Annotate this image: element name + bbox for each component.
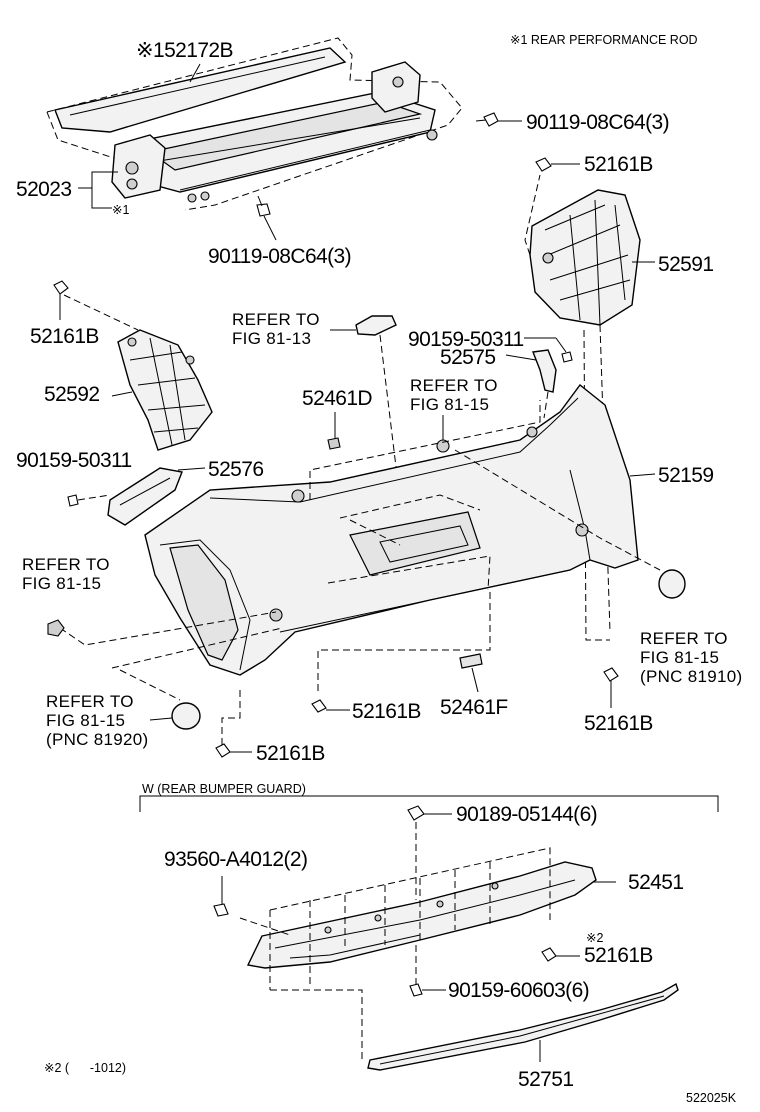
label-52461F: 52461F	[440, 696, 508, 719]
rear-performance-rod-assembly	[46, 37, 522, 241]
label-52451: 52451	[628, 871, 683, 894]
bumper-side-brackets	[67, 315, 573, 526]
label-90189: 90189-05144(6)	[456, 803, 597, 826]
clip-icon	[535, 157, 552, 172]
figure-code: 522025K	[686, 1091, 737, 1105]
ref-81-15-mid-line2: FIG 81-15	[410, 395, 489, 414]
ref-81-15-mid-line1: REFER TO	[410, 376, 498, 395]
label-52161B-guard: 52161B	[584, 944, 653, 967]
nut-icon	[407, 805, 425, 821]
label-90159-60603: 90159-60603(6)	[448, 979, 589, 1002]
label-52159: 52159	[658, 464, 713, 487]
screw-icon	[67, 494, 79, 507]
ref-81-15-left-line1: REFER TO	[22, 555, 110, 574]
clip-icon	[541, 947, 557, 962]
label-90159-right: 90159-50311	[408, 328, 524, 351]
label-90119-top: 90119-08C64(3)	[526, 111, 669, 134]
screw-icon	[561, 351, 573, 363]
label-52161B-top-right: 52161B	[584, 153, 653, 176]
note-rear-performance-rod: ※1 REAR PERFORMANCE ROD	[510, 33, 698, 47]
clip-icon	[215, 743, 231, 758]
ref-81910-line1: REFER TO	[640, 629, 728, 648]
label-93560: 93560-A4012(2)	[164, 848, 307, 871]
label-52461D: 52461D	[302, 387, 372, 410]
clip-icon	[603, 667, 619, 682]
bolt-icon	[256, 195, 271, 217]
ref-81-13-line1: REFER TO	[232, 310, 320, 329]
clip-icon	[53, 280, 69, 295]
label-52751: 52751	[518, 1068, 573, 1091]
marker-2: ※2	[586, 931, 603, 945]
ref-81-13-line2: FIG 81-13	[232, 329, 311, 348]
ref-81920-line3: (PNC 81920)	[46, 730, 149, 749]
label-52161B-bottom-left: 52161B	[256, 742, 325, 765]
label-52575: 52575	[440, 346, 495, 369]
rear-bumper-cover	[59, 383, 661, 745]
ref-81920-line1: REFER TO	[46, 692, 134, 711]
clip-icon	[311, 699, 327, 713]
label-52592: 52592	[44, 383, 99, 406]
callout-labels: ※1 REAR PERFORMANCE ROD ※152172B 52023 ※…	[16, 33, 743, 1105]
rear-fender-liners	[53, 157, 655, 641]
label-52591: 52591	[658, 253, 713, 276]
bumper-fasteners	[47, 569, 686, 758]
label-52576: 52576	[208, 458, 263, 481]
label-52172B: ※152172B	[136, 39, 233, 62]
ref-81910-line2: FIG 81-15	[640, 648, 719, 667]
ref-81-15-left-line2: FIG 81-15	[22, 574, 101, 593]
label-90119-bottom: 90119-08C64(3)	[208, 245, 351, 268]
label-52023: 52023	[16, 178, 71, 201]
ref-81910-line3: (PNC 81910)	[640, 667, 743, 686]
bolt-icon	[475, 112, 499, 127]
screw-icon	[409, 983, 423, 997]
label-52161B-left: 52161B	[30, 325, 99, 348]
rear-bumper-guard-section	[139, 795, 719, 1071]
rear-bumper-guard-title: W (REAR BUMPER GUARD)	[142, 782, 306, 796]
label-52161B-right: 52161B	[584, 712, 653, 735]
marker-1: ※1	[112, 203, 129, 217]
label-90159-left: 90159-50311	[16, 449, 132, 472]
screw-icon	[213, 903, 229, 917]
ref-81920-line2: FIG 81-15	[46, 711, 125, 730]
footnote-2: ※2 ( -1012)	[44, 1061, 126, 1075]
label-52161B-center: 52161B	[352, 700, 421, 723]
